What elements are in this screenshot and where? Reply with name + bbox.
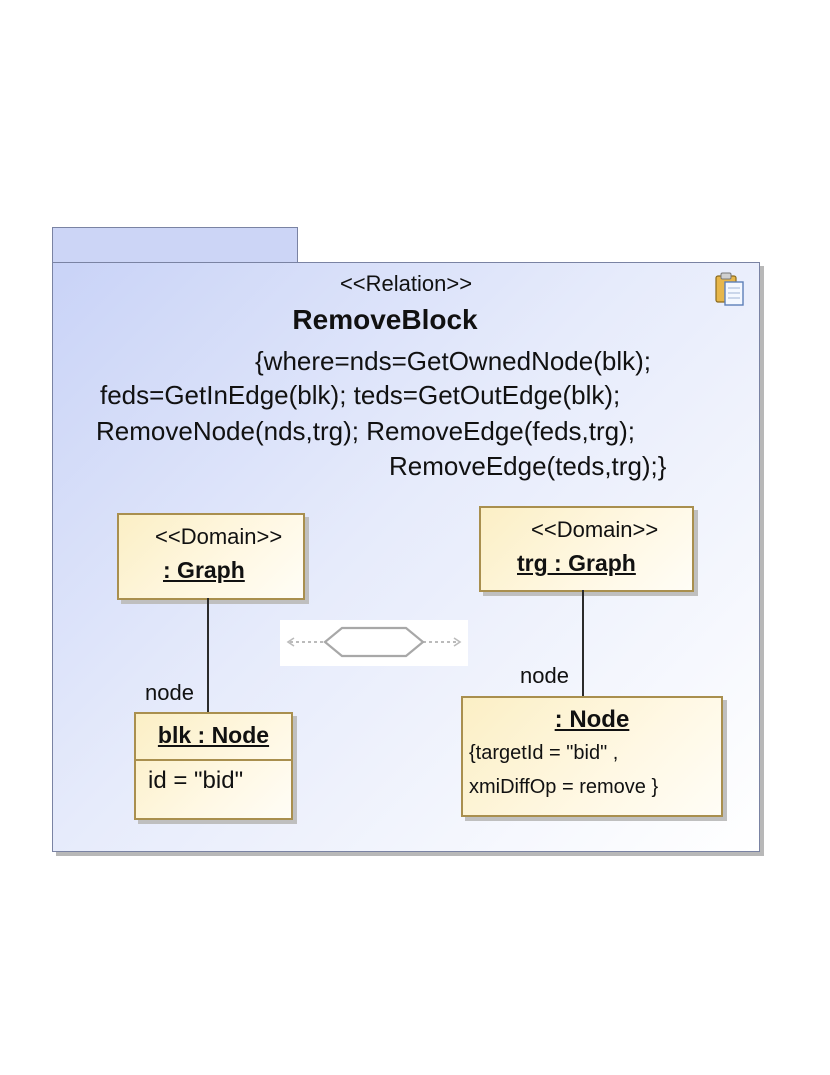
right-domain-name: trg : Graph	[517, 550, 636, 576]
right-node-constraint-1: {targetId = "bid" ,	[469, 742, 619, 764]
left-node-attribute: id = "bid"	[148, 767, 244, 794]
constraint-line-3: RemoveNode(nds,trg); RemoveEdge(feds,trg…	[96, 416, 636, 446]
clipboard-icon	[715, 272, 744, 306]
left-domain-stereotype: <<Domain>>	[155, 524, 283, 549]
right-node-box[interactable]: : Node {targetId = "bid" , xmiDiffOp = r…	[461, 696, 723, 817]
left-node-name: blk : Node	[157, 722, 270, 748]
right-association-line[interactable]	[582, 590, 584, 696]
right-domain-box[interactable]: <<Domain>> trg : Graph	[479, 506, 694, 592]
left-node-box[interactable]: blk : Node id = "bid"	[134, 712, 293, 820]
left-association-line[interactable]	[207, 598, 209, 712]
right-role-label: node	[520, 663, 569, 688]
relation-hexagon-icon[interactable]	[280, 620, 468, 666]
relation-stereotype: <<Relation>>	[339, 271, 473, 296]
right-node-name: : Node	[554, 706, 630, 733]
constraint-line-4: RemoveEdge(teds,trg);}	[389, 451, 667, 481]
constraint-line-1: {where=nds=GetOwnedNode(blk);	[255, 346, 652, 376]
left-node-divider	[136, 759, 291, 761]
right-domain-stereotype: <<Domain>>	[531, 517, 659, 542]
constraint-line-2: feds=GetInEdge(blk); teds=GetOutEdge(blk…	[100, 380, 621, 410]
relation-name: RemoveBlock	[292, 304, 478, 335]
package-tab	[52, 227, 298, 263]
right-node-constraint-2: xmiDiffOp = remove }	[469, 776, 659, 798]
left-domain-box[interactable]: <<Domain>> : Graph	[117, 513, 305, 600]
left-role-label: node	[145, 680, 194, 705]
left-domain-name: : Graph	[163, 557, 245, 583]
